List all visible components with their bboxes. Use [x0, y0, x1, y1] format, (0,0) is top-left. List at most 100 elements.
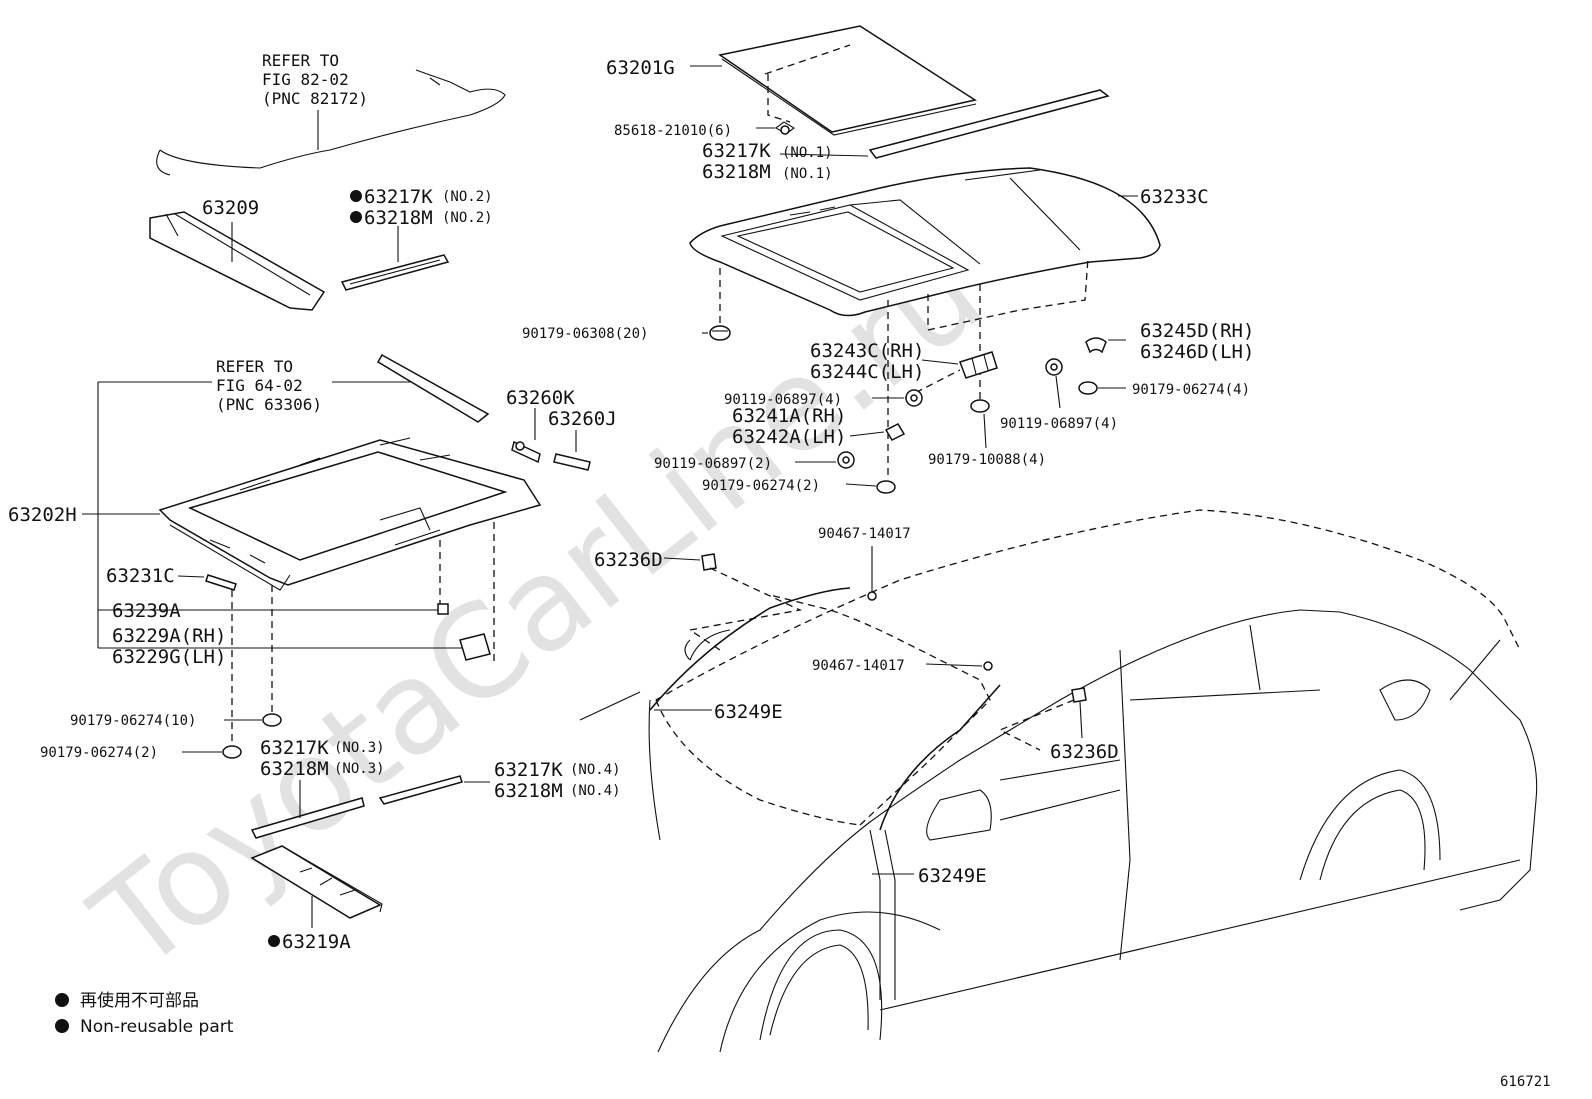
label-63242A: 63242A(LH) — [732, 426, 846, 448]
label-63229A: 63229A(RH) — [112, 625, 226, 647]
label-63236D-b: 63236D — [1050, 741, 1119, 763]
weatherstrip-no1-part[interactable] — [868, 89, 1110, 159]
shade-63219A-part[interactable] — [250, 845, 383, 919]
label-90179-06274-2b: 90179-06274(2) — [40, 745, 158, 761]
label-63209: 63209 — [202, 197, 259, 219]
label-90119-06897-4a: 90119-06897(4) — [724, 392, 842, 408]
mount-line-frame-1 — [439, 522, 495, 664]
ref2-line2: FIG 64-02 — [216, 376, 303, 395]
label-63249E-b: 63249E — [918, 865, 987, 887]
molding-63249E-left[interactable] — [648, 699, 661, 841]
label-63260J: 63260J — [548, 408, 617, 430]
leader-90467-b — [925, 663, 983, 667]
label-63218M-3: 63218M — [260, 758, 329, 780]
bracket-63229A-part[interactable] — [459, 633, 491, 661]
clip-63236D-a-part[interactable] — [701, 553, 717, 571]
glass-panel-part[interactable] — [718, 25, 977, 136]
leader-63243C — [921, 359, 959, 365]
clip-90179-06274-2b-part[interactable] — [222, 745, 242, 759]
ref1-line1: REFER TO — [262, 51, 339, 70]
label-63218M-3-sub: (NO.3) — [334, 761, 385, 777]
sunroof-housing-part[interactable] — [158, 353, 591, 591]
label-63219A: 63219A — [282, 931, 351, 953]
label-63249E-a: 63249E — [714, 701, 783, 723]
bolt-85618-part[interactable] — [775, 121, 795, 135]
ref2-line1: REFER TO — [216, 357, 293, 376]
bracket-63231C-part[interactable] — [205, 574, 237, 591]
leader-90179-10088 — [983, 413, 987, 449]
clip-90467-b-part[interactable] — [983, 661, 993, 671]
label-63217K-4: 63217K — [494, 759, 563, 781]
bracket-63243C-part[interactable] — [959, 351, 998, 379]
wire-harness-part[interactable] — [156, 69, 506, 176]
label-63218M-1: 63218M — [702, 161, 771, 183]
figure-number: 616721 — [1500, 1074, 1551, 1090]
leader-63236D-b — [1079, 701, 1083, 739]
label-63246D: 63246D(LH) — [1140, 341, 1254, 363]
non-reusable-dot — [350, 190, 362, 202]
label-63236D-a: 63236D — [594, 549, 663, 571]
mount-line-5 — [904, 369, 961, 399]
label-63231C: 63231C — [106, 565, 175, 587]
label-63218M-2-sub: (NO.2) — [442, 210, 493, 226]
leader-63217K-1 — [779, 153, 869, 157]
nut-90119-c-part[interactable] — [837, 451, 855, 469]
label-63218M-4: 63218M — [494, 780, 563, 802]
label-63229G: 63229G(LH) — [112, 646, 226, 668]
label-63217K-2: 63217K — [364, 186, 433, 208]
label-63217K-1-sub: (NO.1) — [782, 145, 833, 161]
nut-90119-a-part[interactable] — [1045, 358, 1063, 376]
label-90179-06274-4: 90179-06274(4) — [1132, 382, 1250, 398]
molding-63249E-pillar-part[interactable] — [869, 829, 896, 1000]
clip-63236D-b-part[interactable] — [1071, 687, 1087, 703]
mount-line-2 — [927, 257, 1089, 331]
molding-63249E-a-pillar[interactable] — [879, 684, 1001, 831]
legend-jp: 再使用不可部品 — [80, 990, 199, 1011]
label-90467-a: 90467-14017 — [818, 526, 911, 542]
bracket-63245D-part[interactable] — [1085, 337, 1107, 354]
clip-90179-10088-part[interactable] — [970, 399, 990, 413]
ref1-line3: (PNC 82172) — [262, 89, 368, 108]
leader-63236D-a — [663, 557, 701, 561]
label-63239A: 63239A — [112, 600, 181, 622]
label-90179-06308: 90179-06308(20) — [522, 326, 648, 342]
leader-63231C — [177, 575, 205, 578]
label-63218M-2: 63218M — [364, 207, 433, 229]
weatherstrip-no4-part[interactable] — [378, 775, 463, 805]
mount-line-frame-2 — [231, 585, 273, 748]
label-63218M-1-sub: (NO.1) — [782, 166, 833, 182]
label-63233C: 63233C — [1140, 186, 1209, 208]
nut-90119-b-part[interactable] — [905, 389, 923, 407]
label-63241A: 63241A(RH) — [732, 405, 846, 427]
label-63217K-3: 63217K — [260, 737, 329, 759]
mount-line-63236D-a — [688, 567, 803, 651]
legend-en: Non-reusable part — [80, 1017, 234, 1037]
label-63217K-4-sub: (NO.4) — [570, 762, 621, 778]
clip-90179-06274-2a-part[interactable] — [876, 480, 896, 494]
clip-90179-06274-10-part[interactable] — [262, 713, 282, 727]
non-reusable-dot — [350, 211, 362, 223]
roof-panel-part[interactable] — [689, 167, 1161, 317]
label-63260K: 63260K — [506, 387, 575, 409]
clip-90179-06274-4-part[interactable] — [1078, 381, 1098, 395]
label-85618: 85618-21010(6) — [614, 123, 732, 139]
weatherstrip-no3-part[interactable] — [250, 797, 365, 839]
label-63217K-1: 63217K — [702, 140, 771, 162]
clip-90467-a-part[interactable] — [867, 580, 877, 601]
molding-63249E-upper-part[interactable] — [649, 587, 851, 711]
weatherstrip-no2-part[interactable] — [340, 254, 450, 291]
leader-90179-06274-2a — [845, 483, 877, 487]
label-63243C: 63243C(RH) — [810, 340, 924, 362]
label-90467-b: 90467-14017 — [812, 658, 905, 674]
label-90119-06897-4b: 90119-06897(4) — [1000, 416, 1118, 432]
ref1-line2: FIG 82-02 — [262, 70, 349, 89]
deflector-63209-part[interactable] — [149, 211, 326, 311]
mount-line-63236D-b — [998, 699, 1075, 751]
clip-63239A-part[interactable] — [437, 603, 449, 615]
label-90179-06274-10: 90179-06274(10) — [70, 713, 196, 729]
label-63245D: 63245D(RH) — [1140, 320, 1254, 342]
bracket-63241A-part[interactable] — [884, 423, 906, 441]
clip-90179-06308-part[interactable] — [709, 325, 731, 341]
label-63201G: 63201G — [606, 57, 675, 79]
